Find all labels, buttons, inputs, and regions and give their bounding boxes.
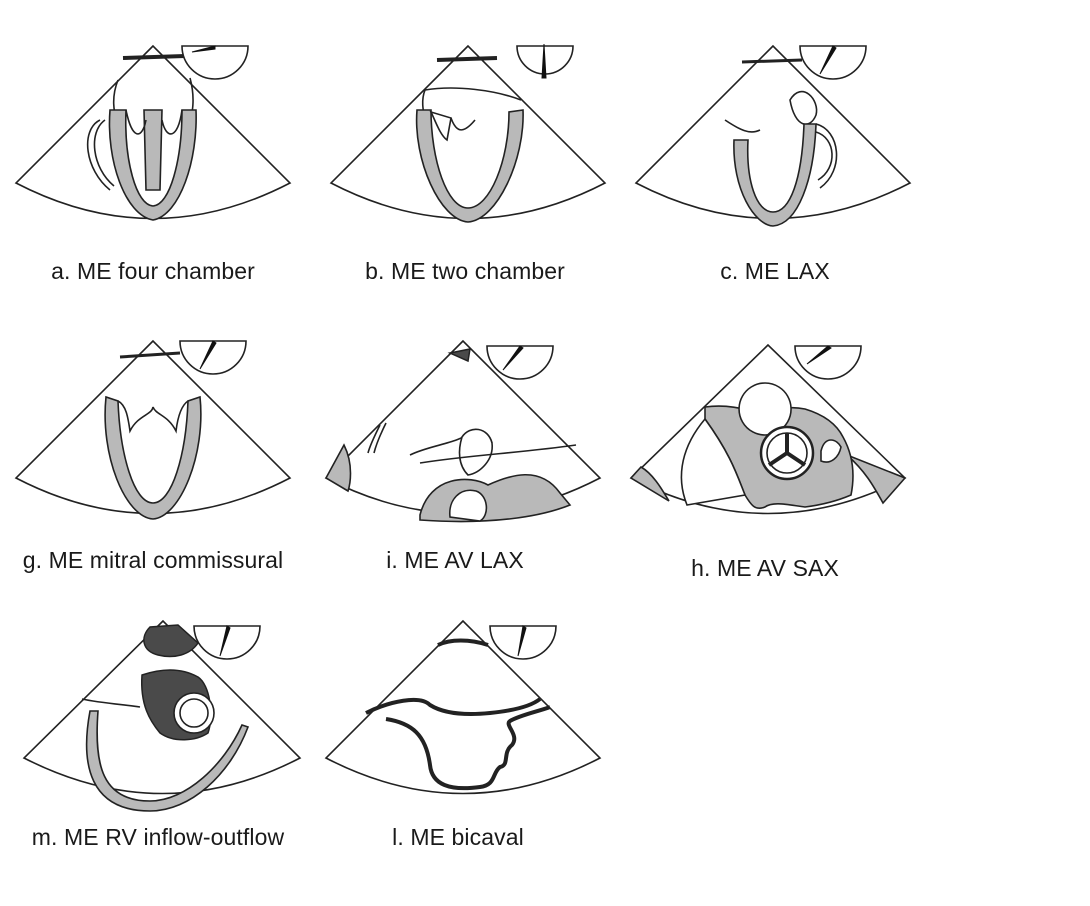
omniplane-angle-dial-icon [799,45,867,80]
imaging-sector [14,339,292,515]
ventricular-walls [108,109,197,221]
view-panel-g: g. ME mitral commissural [10,335,300,585]
view-caption-g: g. ME mitral commissural [22,547,284,573]
me-av-lax-diagram [324,339,602,523]
view-caption-h: h. ME AV SAX [691,555,839,581]
omniplane-angle-dial-icon [489,625,557,660]
view-panel-c: c. ME LAX [630,40,920,284]
omniplane-angle-dial-icon [181,45,249,80]
rv-wall [85,710,250,812]
view-caption-a: a. ME four chamber [51,258,255,284]
ventricular-walls [415,109,524,223]
view-caption-i: i. ME AV LAX [386,547,524,573]
me-four-chamber-diagram [14,44,292,221]
omniplane-angle-dial-icon [794,345,862,380]
me-mitral-commissural-diagram [14,339,292,520]
view-panel-a: a. ME four chamber [10,40,300,284]
view-caption-b: b. ME two chamber [365,258,565,284]
view-panel-i: i. ME AV LAX [320,335,610,585]
view-panel-m: m. ME RV inflow-outflow [10,615,310,865]
view-panel-l: l. ME bicaval [320,615,610,865]
me-two-chamber-diagram [329,44,607,223]
omniplane-angle-dial-icon [516,43,574,79]
me-lax-diagram [634,44,912,227]
imaging-sector [634,44,912,220]
view-panel-h: h. ME AV SAX [625,335,915,585]
imaging-sector [324,619,602,795]
me-rv-inflow-outflow-diagram [22,619,302,812]
view-caption-l: l. ME bicaval [392,824,524,850]
view-caption-m: m. ME RV inflow-outflow [31,824,285,850]
me-av-sax-diagram [629,343,907,515]
omniplane-angle-dial-icon [486,345,554,380]
atrial-septum-outline [365,697,542,716]
view-caption-c: c. ME LAX [720,258,830,284]
omniplane-angle-dial-icon [179,340,247,375]
omniplane-angle-dial-icon [193,625,261,660]
me-bicaval-diagram [324,619,602,795]
view-panel-b: b. ME two chamber [325,40,615,284]
ventricular-walls [104,395,202,520]
